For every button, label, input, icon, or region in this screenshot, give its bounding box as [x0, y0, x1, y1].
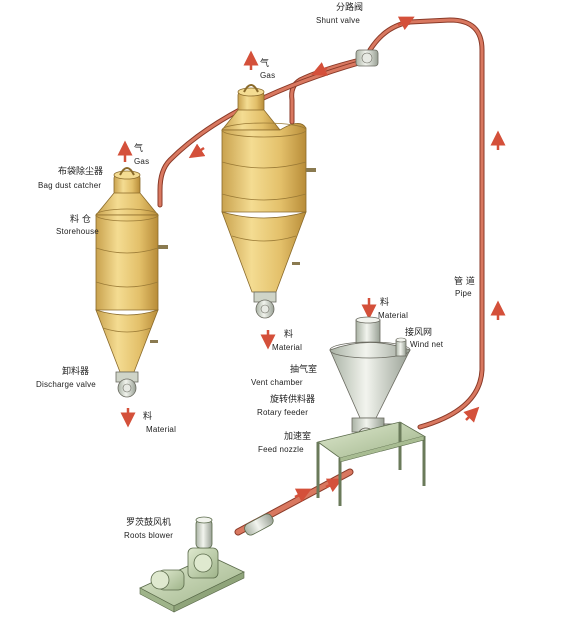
- feeder-assembly: [316, 316, 426, 506]
- gas-right-label-zh: 气: [260, 59, 270, 69]
- flow-arrow: [188, 143, 206, 159]
- right-silo: [221, 84, 316, 319]
- discharge-valve-label-en: Discharge valve: [36, 380, 96, 389]
- feed-nozzle-label-en: Feed nozzle: [258, 445, 304, 454]
- vent-chamber-label-en: Vent chamber: [251, 378, 303, 387]
- shunt-valve-label-zh: 分路阀: [336, 3, 364, 13]
- flow-arrow: [311, 62, 328, 76]
- material-top-label-en: Material: [378, 311, 409, 320]
- rotary-feeder-label-zh: 旋转供料器: [270, 395, 316, 405]
- storehouse-label-en: Storehouse: [56, 227, 99, 236]
- gas-right-label-en: Gas: [260, 71, 276, 80]
- rotary-feeder-label-en: Rotary feeder: [257, 408, 309, 417]
- flow-arrow: [463, 406, 480, 423]
- material-left-label-en: Material: [146, 425, 177, 434]
- flow-arrows: [117, 16, 506, 503]
- left-silo: [95, 167, 168, 398]
- storehouse-label-zh: 料 仓: [70, 215, 91, 225]
- bag-dust-catcher-label-en: Bag dust catcher: [38, 181, 102, 190]
- flow-arrow: [294, 488, 312, 503]
- gas-left-label-en: Gas: [134, 157, 150, 166]
- conveying-pipe: [157, 17, 485, 536]
- pipe-label-en: Pipe: [455, 289, 472, 298]
- flow-arrow: [397, 16, 415, 31]
- roots-blower-label-en: Roots blower: [124, 531, 174, 540]
- material-top-label-zh: 料: [380, 298, 390, 308]
- wind-net-label-zh: 接风网: [405, 328, 433, 338]
- roots-blower: [139, 513, 274, 613]
- material-mid-label-en: Material: [272, 343, 303, 352]
- feed-nozzle-label-zh: 加速室: [284, 432, 312, 442]
- vent-chamber-label-zh: 抽气室: [290, 365, 318, 375]
- material-left-label-zh: 料: [143, 412, 153, 422]
- shunt-valve: [355, 49, 379, 67]
- material-mid-label-zh: 料: [284, 330, 294, 340]
- pipe-label-zh: 管 道: [454, 277, 475, 287]
- bag-dust-catcher-label-zh: 布袋除尘器: [58, 167, 104, 177]
- gas-left-label-zh: 气: [134, 144, 144, 154]
- roots-blower-label-zh: 罗茨鼓风机: [126, 518, 172, 528]
- discharge-valve-label-zh: 卸料器: [62, 367, 90, 377]
- shunt-valve-label-en: Shunt valve: [316, 16, 361, 25]
- flow-arrow: [325, 478, 343, 493]
- wind-net-label-en: Wind net: [410, 340, 444, 349]
